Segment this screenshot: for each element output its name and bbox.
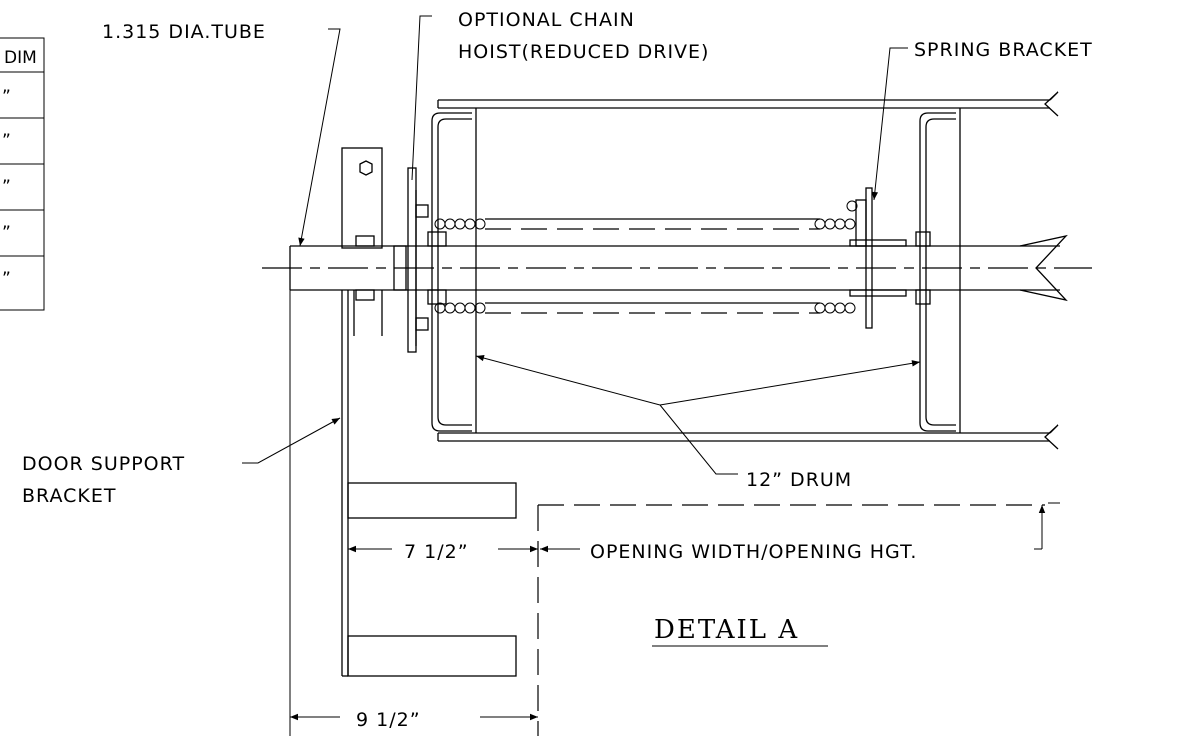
drum-housing (431, 91, 1059, 450)
chain-hoist-sprocket (393, 167, 447, 353)
dimension-lines (289, 290, 1060, 736)
hex-bolt-icon (359, 160, 373, 176)
detail-title: DETAIL A (654, 615, 799, 645)
table-cell: ” (2, 223, 11, 243)
door-support-label-line1: DOOR SUPPORT (22, 453, 185, 475)
drum-label: 12” DRUM (746, 469, 852, 491)
main-tube (262, 234, 1092, 302)
chain-hoist-label-line2: HOIST(REDUCED DRIVE) (458, 41, 709, 63)
chain-hoist-label-line1: OPTIONAL CHAIN (458, 9, 635, 31)
tube-label: 1.315 DIA.TUBE (102, 21, 266, 43)
table-header-dim: DIM (4, 48, 37, 68)
door-support-label-line2: BRACKET (22, 485, 116, 507)
dimension-9-5-label: 9 1/2” (356, 709, 421, 731)
table-cell: ” (2, 177, 11, 197)
leader-lines (242, 15, 921, 475)
spring-bracket (849, 187, 931, 329)
spring-bracket-label: SPRING BRACKET (914, 39, 1093, 61)
dimension-7-5-label: 7 1/2” (404, 541, 469, 563)
door-support-bracket (341, 147, 517, 677)
table-cell: ” (2, 87, 11, 107)
opening-label: OPENING WIDTH/OPENING HGT. (590, 541, 917, 563)
table-cell: ” (2, 269, 11, 289)
spring-coils (434, 200, 858, 314)
dimension-table: DIM ” ” ” ” ” (0, 37, 45, 311)
table-cell: ” (2, 131, 11, 151)
